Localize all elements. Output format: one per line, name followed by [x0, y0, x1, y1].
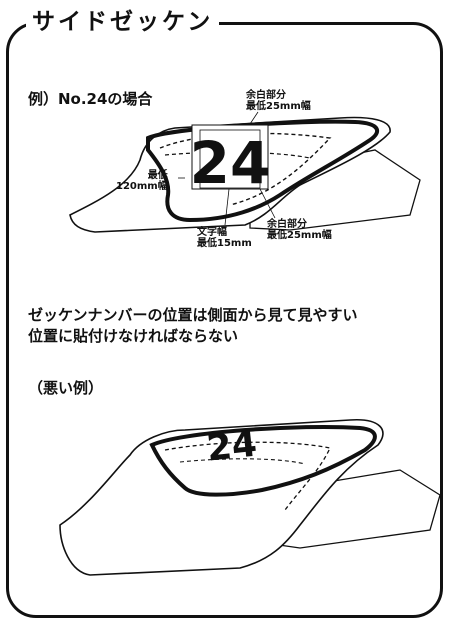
good-example-number: 24: [190, 129, 271, 197]
min-height-label-line1: 最低: [147, 170, 168, 181]
char-width-label-line2: 最低15mm: [197, 238, 252, 249]
margin-top-label-line2: 最低25mm幅: [246, 101, 311, 112]
margin-bottom-label-line1: 余白部分: [267, 219, 307, 230]
char-width-label-line1: 文字幅: [197, 227, 227, 238]
instruction-text: ゼッケンナンバーの位置は側面から見て見やすい 位置に貼付けなければならない: [28, 305, 438, 347]
bad-example-number: 24: [205, 424, 259, 470]
bad-example-heading: （悪い例）: [28, 379, 104, 397]
instruction-line-1: ゼッケンナンバーの位置は側面から見て見やすい: [28, 306, 358, 324]
panel-title: サイドゼッケン: [26, 8, 220, 36]
margin-top-label-line1: 余白部分: [246, 90, 286, 101]
instruction-line-2: 位置に貼付けなければならない: [28, 327, 239, 345]
panel-frame: [6, 22, 443, 618]
char-width-label: 文字幅 最低15mm: [197, 227, 252, 249]
min-height-label-line2: 120mm幅: [116, 181, 168, 192]
margin-top-label: 余白部分 最低25mm幅: [246, 90, 311, 112]
margin-bottom-label: 余白部分 最低25mm幅: [267, 219, 332, 241]
min-height-label: 最低 120mm幅: [116, 170, 168, 192]
example-heading: 例）No.24の場合: [28, 90, 153, 108]
margin-bottom-label-line2: 最低25mm幅: [267, 230, 332, 241]
